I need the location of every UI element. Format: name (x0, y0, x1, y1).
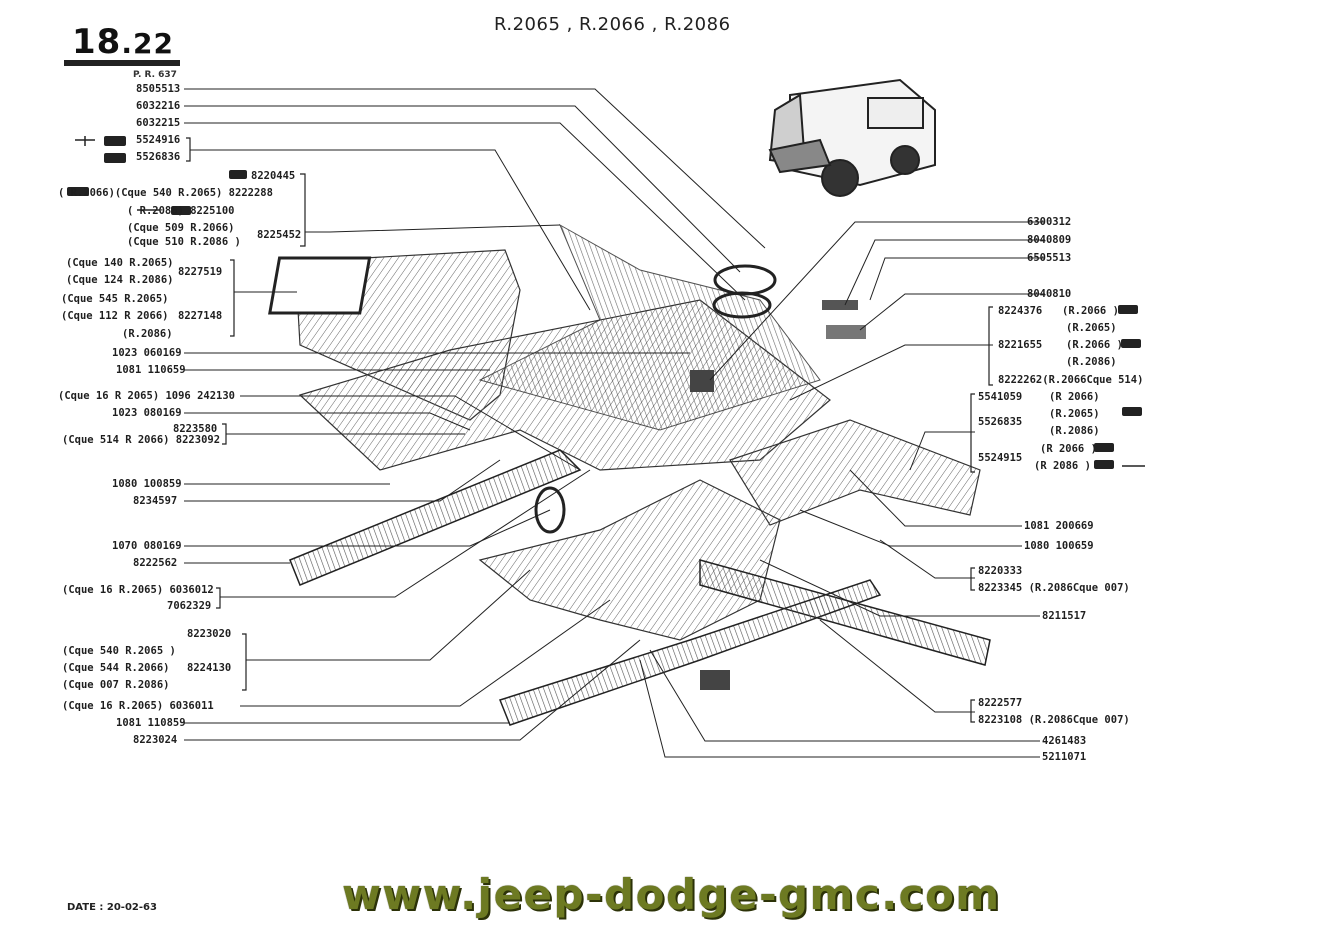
part-8040810: 8040810 (1027, 288, 1072, 300)
note-r2066-d: (R 2066 ) (1040, 443, 1097, 455)
part-8222577: 8222577 (978, 697, 1023, 709)
part-1081-110659: 1081 110659 (116, 364, 186, 376)
part-7062329: 7062329 (167, 600, 212, 612)
part-8223020: 8223020 (187, 628, 232, 640)
bracket-lower (826, 325, 866, 339)
note-r2066-c: (R 2066) (1049, 391, 1100, 403)
note-cque-545: (Cque 545 R.2065) (61, 293, 169, 305)
part-8224376: 8224376 (998, 305, 1043, 317)
part-8222562: 8222562 (133, 557, 178, 569)
part-1096-242130: (Cque 16 R 2065) 1096 242130 (58, 390, 236, 402)
plate-reference: P. R. 637 (133, 70, 177, 80)
part-8222262: 8222262(R.2066Cque 514) (998, 374, 1144, 386)
note-r2086-a: (R.2086) (1066, 356, 1117, 368)
part-1080-100659: 1080 100659 (1024, 540, 1094, 552)
page-number: 18.22 (72, 22, 174, 62)
note-r2086-c: (R 2086 ) (1034, 460, 1091, 472)
part-8223092: (Cque 514 R 2066) 8223092 (62, 434, 221, 446)
models-title: R.2065 , R.2066 , R.2086 (494, 14, 731, 35)
part-8211517: 8211517 (1042, 610, 1087, 622)
front-cross-member (499, 579, 882, 726)
tow-truck-icon (75, 136, 1145, 467)
part-5211071: 5211071 (1042, 751, 1087, 763)
part-5524915: 5524915 (978, 452, 1023, 464)
note-cque-140: (Cque 140 R.2065) (66, 257, 174, 269)
note-r2066-a: (R.2066 ) (1062, 305, 1119, 317)
part-8220445: 8220445 (251, 170, 296, 182)
rear-floor-panel (478, 223, 821, 431)
group-brackets (186, 137, 993, 723)
part-5526836: 5526836 (136, 151, 181, 163)
page-number-sub: .22 (121, 27, 174, 60)
note-cque-112: (Cque 112 R 2066) (61, 310, 169, 322)
inspection-plate (534, 486, 566, 534)
part-8234597: 8234597 (133, 495, 178, 507)
part-1081-110859: 1081 110859 (116, 717, 186, 729)
tow-hook (700, 670, 730, 690)
part-1081-200669: 1081 200669 (1024, 520, 1094, 532)
bracket-upper (822, 300, 858, 310)
part-8223108: 8223108 (R.2086Cque 007) (978, 714, 1130, 726)
note-cque-510: (Cque 510 R.2086 ) (127, 236, 241, 248)
van-illustration (768, 78, 936, 197)
part-8222288: ( R.2066)(Cque 540 R.2065) 8222288 (58, 187, 273, 199)
part-8223345: 8223345 (R.2086Cque 007) (978, 582, 1130, 594)
note-cque-124: (Cque 124 R.2086) (66, 274, 174, 286)
part-8505513: 8505513 (136, 83, 181, 95)
part-8225100: ( R.2086) 8225100 (127, 205, 235, 217)
note-r2066-b: (R.2066 ) (1066, 339, 1123, 351)
note-r2065-a: (R.2065) (1066, 322, 1117, 334)
part-8224130: 8224130 (187, 662, 232, 674)
part-8221655: 8221655 (998, 339, 1043, 351)
note-r2086-b: (R.2086) (1049, 425, 1100, 437)
part-8040809: 8040809 (1027, 234, 1072, 246)
part-5524916: 5524916 (136, 134, 181, 146)
access-hatch (268, 256, 372, 315)
switch-box (690, 370, 714, 392)
part-8223024: 8223024 (133, 734, 178, 746)
note-cque-509: (Cque 509 R.2066) (127, 222, 235, 234)
side-rail-right (699, 559, 991, 666)
part-6036011: (Cque 16 R.2065) 6036011 (62, 700, 214, 712)
leader-lines (184, 88, 1045, 758)
part-1023-080169: 1023 080169 (112, 407, 182, 419)
part-6032215: 6032215 (136, 117, 181, 129)
print-date: DATE : 20-02-63 (67, 902, 157, 913)
part-6505513: 6505513 (1027, 252, 1072, 264)
part-1070-080169: 1070 080169 (112, 540, 182, 552)
note-cque-540: (Cque 540 R.2065 ) (62, 645, 176, 657)
part-5526835: 5526835 (978, 416, 1023, 428)
part-8223580: 8223580 (173, 423, 218, 435)
part-8220333: 8220333 (978, 565, 1023, 577)
part-6300312: 6300312 (1027, 216, 1072, 228)
page-number-main: 18 (72, 22, 122, 62)
front-centre-panel (478, 479, 781, 641)
part-8225452: 8225452 (257, 229, 302, 241)
part-6036012: (Cque 16 R.2065) 6036012 (62, 584, 214, 596)
page-number-rule (64, 60, 180, 66)
gasket-ring-lower (712, 291, 772, 319)
van-icon (67, 136, 1142, 469)
note-cque-007: (Cque 007 R.2086) (62, 679, 170, 691)
note-r2086: (R.2086) (122, 328, 173, 340)
note-r2065-b: (R.2065) (1049, 408, 1100, 420)
part-1023-060169: 1023 060169 (112, 347, 182, 359)
part-8227148: 8227148 (178, 310, 223, 322)
part-8227519: 8227519 (178, 266, 223, 278)
part-1080-100859: 1080 100859 (112, 478, 182, 490)
part-6032216: 6032216 (136, 100, 181, 112)
part-4261483: 4261483 (1042, 735, 1087, 747)
note-cque-544: (Cque 544 R.2066) (62, 662, 170, 674)
website-watermark: www.jeep-dodge-gmc.com (342, 870, 1001, 919)
part-5541059: 5541059 (978, 391, 1023, 403)
